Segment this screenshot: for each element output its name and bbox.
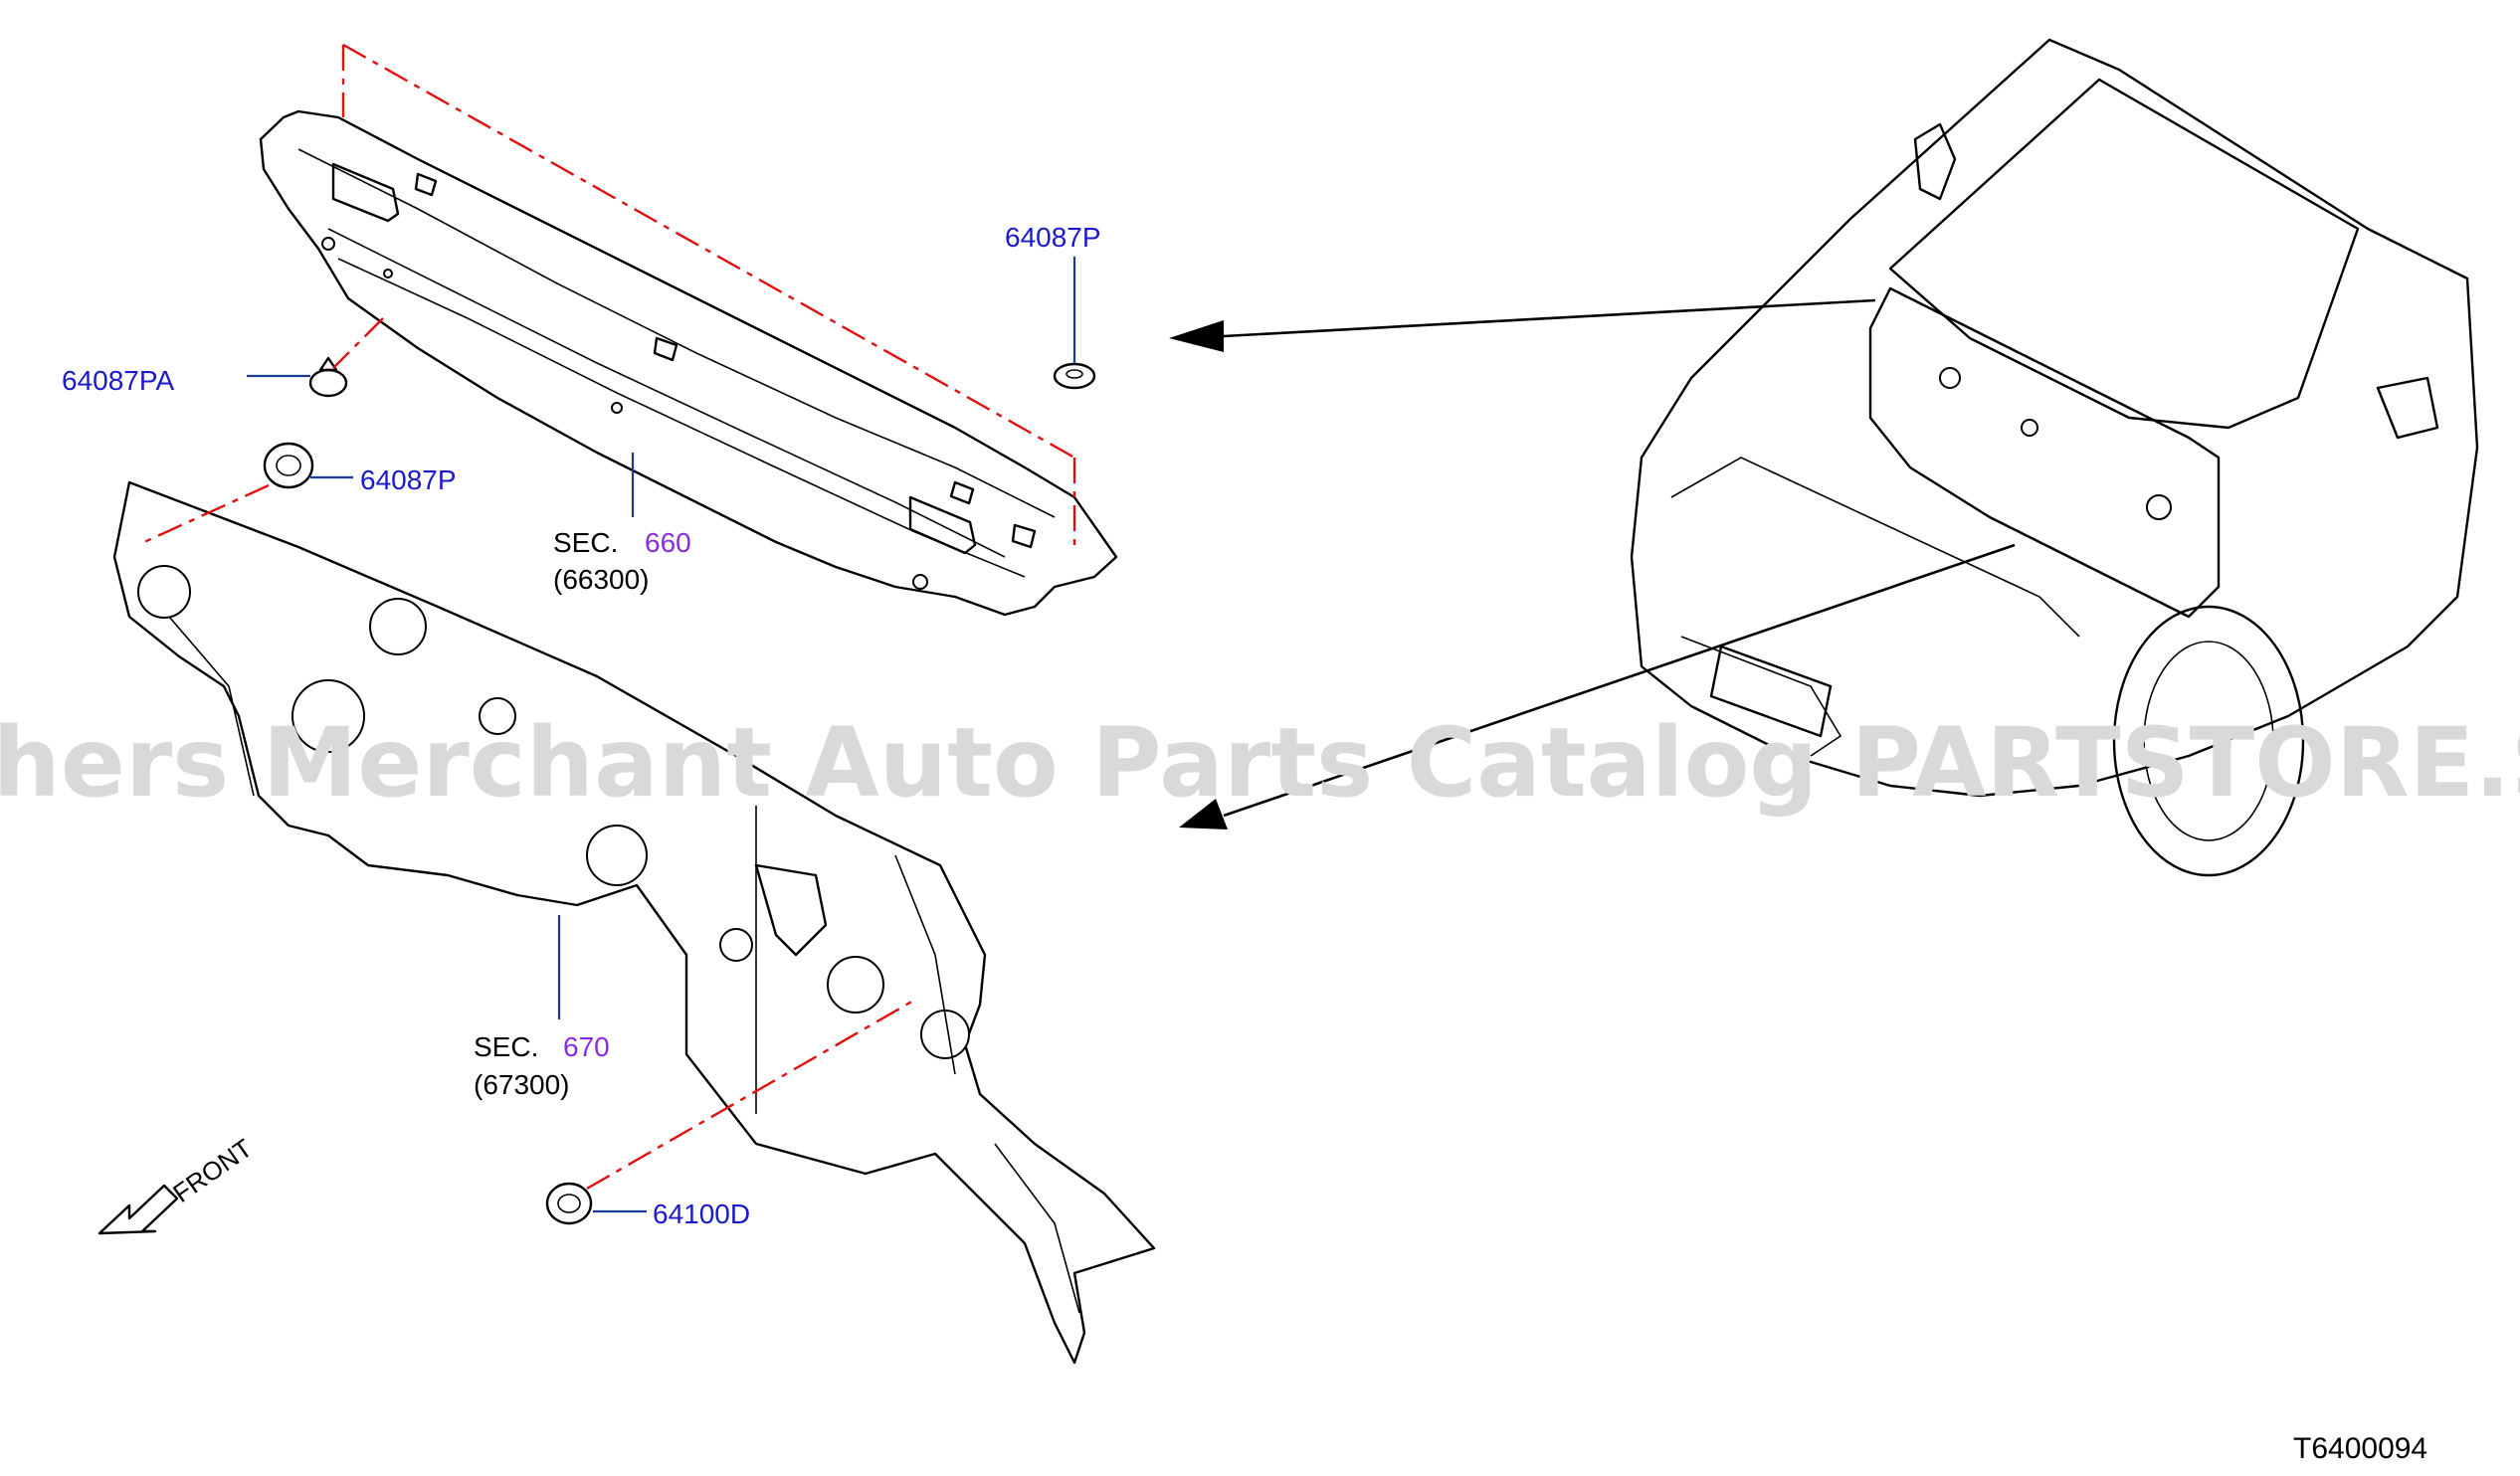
sec-670-subtitle: (67300) (474, 1069, 570, 1100)
assembly-lines (143, 43, 1076, 1191)
dash-panel[interactable] (112, 480, 1156, 1365)
grommet-64100D[interactable] (545, 1182, 593, 1225)
arrow-head-lower (1179, 799, 1228, 830)
sec-660-subtitle: (66300) (553, 564, 650, 595)
label-64087PA: 64087PA (62, 365, 174, 396)
grommet-64087P-left[interactable] (263, 442, 314, 489)
sec-670-number[interactable]: 670 (563, 1031, 610, 1062)
arrow-head-upper (1169, 320, 1224, 352)
cowl-top-panel[interactable] (259, 109, 1118, 617)
figure-id: T6400094 (2293, 1432, 2427, 1465)
sec-660-number[interactable]: 660 (645, 527, 691, 558)
location-arrows (1169, 298, 2016, 830)
front-indicator: FRONT (97, 1133, 258, 1235)
leader-lines (247, 257, 1076, 1213)
watermark: Others Merchant Auto Parts Catalog PARTS… (0, 707, 2520, 819)
grommet-64087P-top[interactable] (1053, 362, 1096, 390)
label-64087P-left: 64087P (360, 464, 457, 495)
label-64100D: 64100D (653, 1199, 750, 1229)
front-label: FRONT (167, 1133, 258, 1208)
label-64087P-top: 64087P (1005, 222, 1101, 253)
sec-660-prefix: SEC. (553, 527, 618, 558)
clip-64087PA[interactable] (308, 356, 348, 398)
vehicle-illustration (1630, 38, 2479, 877)
sec-670-prefix: SEC. (474, 1031, 538, 1062)
